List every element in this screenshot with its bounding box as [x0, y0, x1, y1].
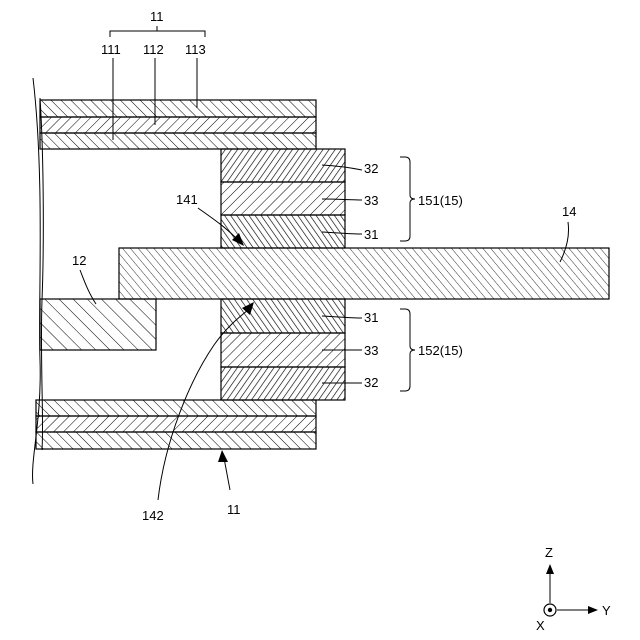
conductor-12	[40, 299, 156, 350]
label-12: 12	[72, 253, 86, 268]
label-lower-33: 33	[364, 343, 378, 358]
label-lower-32: 32	[364, 375, 378, 390]
label-lower-31: 31	[364, 310, 378, 325]
upper-sealant-151	[221, 149, 345, 248]
label-upper-33: 33	[364, 193, 378, 208]
label-111: 111	[101, 42, 121, 57]
axis-y-arrow	[588, 606, 598, 614]
upper-layer-33	[221, 182, 345, 215]
axis-x-label: X	[536, 618, 545, 633]
label-151: 151(15)	[418, 193, 463, 208]
label-upper-31: 31	[364, 227, 378, 242]
axis-y-label: Y	[602, 603, 611, 618]
axis-indicator: Z Y X	[536, 545, 611, 633]
axis-x-dot	[548, 608, 552, 612]
label-upper-32: 32	[364, 161, 378, 176]
upper-layer-111	[40, 133, 316, 149]
brace-152	[400, 309, 415, 391]
label-11-top: 11	[150, 9, 164, 24]
label-152: 152(15)	[418, 343, 463, 358]
label-142: 142	[142, 508, 164, 523]
lower-film-layer-inner	[36, 400, 316, 416]
label-141: 141	[176, 192, 198, 207]
upper-laminate-film	[40, 100, 316, 149]
axis-z-label: Z	[545, 545, 553, 560]
label-112: 112	[143, 42, 164, 57]
label-11-bottom: 11	[227, 502, 241, 517]
brace-151	[400, 157, 415, 241]
tab-14	[119, 248, 609, 299]
arrow-11-bottom	[218, 450, 228, 462]
upper-layer-113	[40, 100, 316, 117]
label-14: 14	[562, 204, 576, 219]
brace-11-top	[110, 26, 205, 37]
leader-11-bottom	[224, 458, 230, 490]
label-113: 113	[185, 42, 206, 57]
lower-film-layer-outer	[36, 432, 316, 449]
axis-z-arrow	[546, 564, 554, 574]
upper-layer-112	[40, 117, 316, 133]
